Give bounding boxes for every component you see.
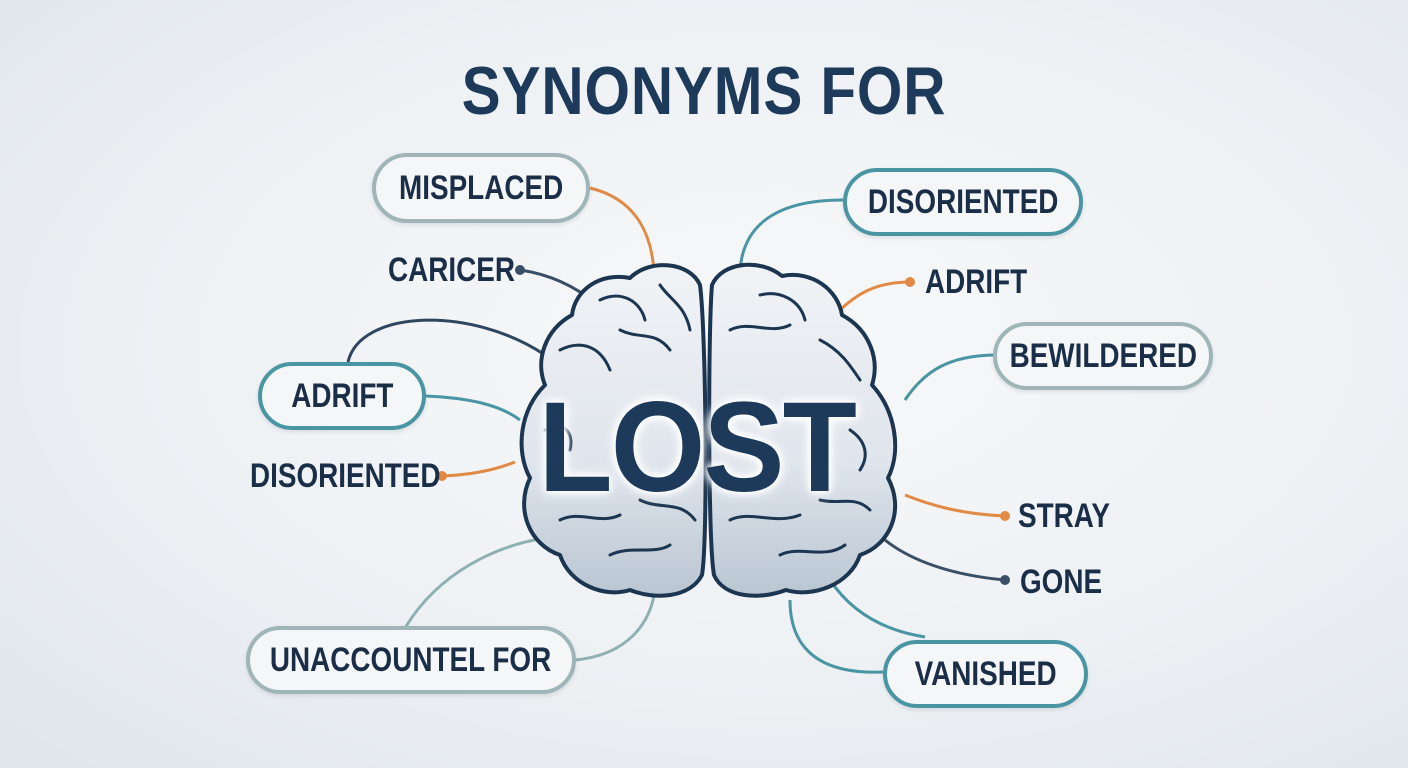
term-vanished: VANISHED [883, 640, 1088, 708]
page-title: SYNONYMS FOR [461, 53, 947, 129]
term-disoriented-right: DISORIENTED [843, 168, 1083, 236]
term-bewildered: BEWILDERED [993, 322, 1213, 390]
term-adrift-right: ADRIFT [925, 263, 1028, 301]
brain-icon [519, 262, 898, 598]
term-unaccounted-for: UNACCOUNTEL FOR [246, 626, 576, 694]
term-caricer: CARICER [388, 251, 516, 289]
term-stray: STRAY [1018, 497, 1110, 535]
term-misplaced: MISPLACED [372, 153, 590, 223]
term-adrift-left: ADRIFT [258, 362, 426, 430]
term-disoriented-left: DISORIENTED [250, 457, 441, 495]
term-gone: GONE [1020, 563, 1103, 601]
center-word: LOST [538, 375, 858, 519]
